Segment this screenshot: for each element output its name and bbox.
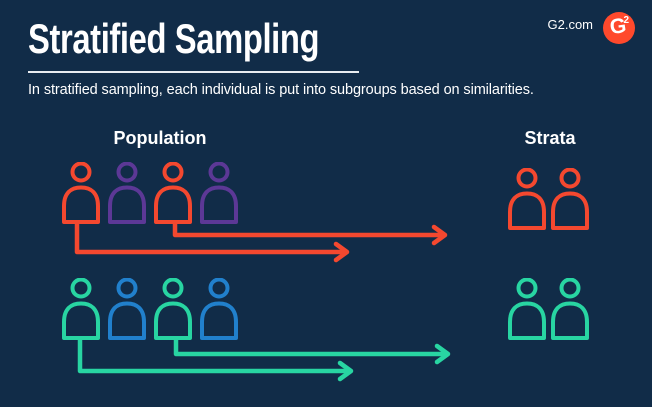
- person-icon-red: [550, 168, 590, 230]
- person-icon-red: [61, 162, 101, 224]
- person-icon-teal: [550, 278, 590, 340]
- person-icon-blue: [107, 278, 147, 340]
- arrow-row2-from-person3: [173, 340, 451, 365]
- person-icon-red: [153, 162, 193, 224]
- population-label: Population: [113, 128, 207, 148]
- arrow-row1-from-person3: [172, 224, 448, 246]
- arrow-row2-from-person1: [77, 340, 354, 382]
- brand: G2.com G 2: [547, 12, 635, 44]
- person-icon-teal: [507, 278, 547, 340]
- strata-group-2: [507, 278, 590, 340]
- population-row-1: [61, 162, 239, 224]
- strata-label: Strata: [524, 128, 576, 148]
- person-icon-teal: [61, 278, 101, 340]
- population-row-2: [61, 278, 239, 340]
- arrow-row1-from-person1: [74, 224, 350, 263]
- person-icon-teal: [153, 278, 193, 340]
- person-icon-purple: [199, 162, 239, 224]
- g2-logo-superscript: 2: [623, 15, 629, 26]
- strata-group-1: [507, 168, 590, 230]
- person-icon-purple: [107, 162, 147, 224]
- g2-logo-icon: G 2: [603, 12, 635, 44]
- person-icon-blue: [199, 278, 239, 340]
- title-underline: [28, 71, 359, 73]
- brand-site-label: G2.com: [547, 17, 593, 32]
- page-subtitle: In stratified sampling, each individual …: [28, 82, 534, 98]
- page-title: Stratified Sampling: [28, 15, 320, 62]
- person-icon-red: [507, 168, 547, 230]
